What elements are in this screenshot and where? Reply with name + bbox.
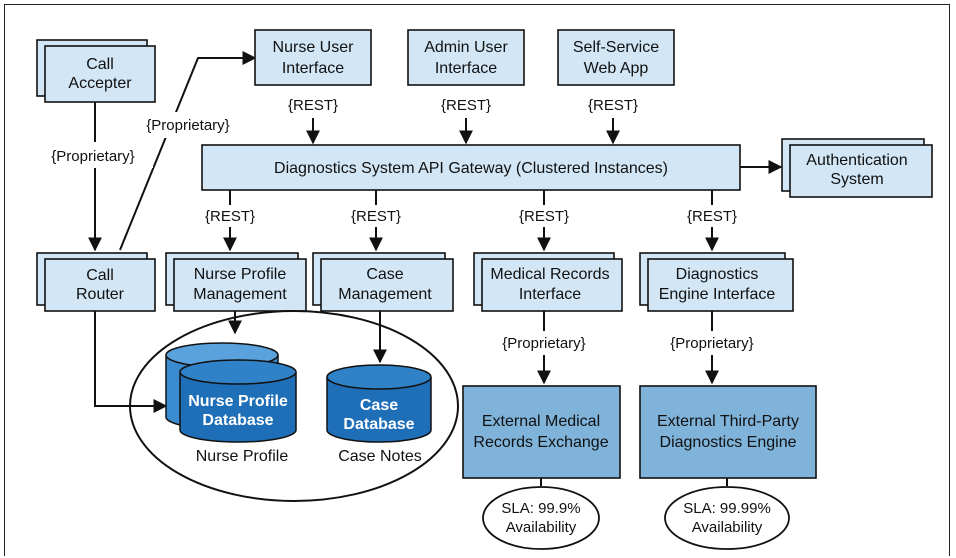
edge-router-nurse-db <box>94 305 168 413</box>
diag-engine-iface-label-2: Engine Interface <box>659 286 776 303</box>
case-db-caption: Case Notes <box>338 448 422 465</box>
selfservice-label-2: Web App <box>584 60 649 77</box>
ext-medical-label-1: External Medical <box>482 413 600 430</box>
sla-diag-line-2: Availability <box>692 519 763 536</box>
node-self-service-web-app: Self-Service Web App <box>557 29 675 86</box>
node-case-management: Case Management <box>312 252 454 312</box>
ext-diag-label-1: External Third-Party <box>657 413 799 430</box>
sla-medical-line-1: SLA: 99.9% <box>501 500 580 517</box>
node-external-medical-records-exchange: External Medical Records Exchange <box>462 385 621 479</box>
nurse-ui-label-1: Nurse User <box>273 39 355 56</box>
medical-records-label-2: Interface <box>519 286 581 303</box>
edge-label-rest-diag: {REST} <box>687 208 737 225</box>
edge-label-rest-medical: {REST} <box>519 208 569 225</box>
diagram-frame <box>4 4 950 556</box>
case-db-label-2: Database <box>343 416 414 433</box>
ext-diag-label-2: Diagnostics Engine <box>660 434 797 451</box>
nurse-profile-mgmt-label-1: Nurse Profile <box>194 266 287 283</box>
selfservice-label-1: Self-Service <box>573 39 659 56</box>
node-call-router: Call Router <box>36 252 156 312</box>
edge-label-proprietary-diag: {Proprietary} <box>670 335 753 352</box>
case-mgmt-label-2: Management <box>338 286 432 303</box>
nurse-profile-mgmt-label-2: Management <box>193 286 287 303</box>
database-group-ellipse <box>129 310 459 502</box>
edge-label-rest-admin-ui: {REST} <box>441 97 491 114</box>
nurse-db-caption: Nurse Profile <box>196 448 289 465</box>
nurse-profile-database-icon <box>165 342 297 443</box>
edge-labels: {Proprietary} {Proprietary} {REST} {REST… <box>33 95 768 355</box>
auth-label-1: Authentication <box>806 152 907 169</box>
admin-ui-label-1: Admin User <box>424 39 508 56</box>
edge-label-proprietary-medical: {Proprietary} <box>502 335 585 352</box>
diag-engine-iface-label-1: Diagnostics <box>676 266 759 283</box>
nurse-db-label-2: Database <box>202 412 273 429</box>
edge-label-rest-nurse-profile: {REST} <box>205 208 255 225</box>
node-medical-records-interface: Medical Records Interface <box>473 252 623 312</box>
call-router-label-2: Router <box>76 286 125 303</box>
auth-label-2: System <box>830 171 883 188</box>
gateway-label: Diagnostics System API Gateway (Clustere… <box>274 160 668 177</box>
case-db-label-1: Case <box>360 397 398 414</box>
case-mgmt-label-1: Case <box>366 266 403 283</box>
call-accepter-label-1: Call <box>86 56 114 73</box>
nurse-ui-label-2: Interface <box>282 60 344 77</box>
medical-records-label-1: Medical Records <box>490 266 609 283</box>
node-admin-user-interface: Admin User Interface <box>407 29 525 86</box>
admin-ui-label-2: Interface <box>435 60 497 77</box>
node-diagnostics-engine-interface: Diagnostics Engine Interface <box>639 252 794 312</box>
call-accepter-label-2: Accepter <box>68 75 132 92</box>
edge-label-proprietary-top: {Proprietary} <box>146 117 229 134</box>
sla-diag-line-1: SLA: 99.99% <box>683 500 771 517</box>
node-authentication-system: Authentication System <box>781 138 933 198</box>
node-nurse-user-interface: Nurse User Interface <box>254 29 372 86</box>
edge-label-proprietary-left: {Proprietary} <box>51 148 134 165</box>
edge-label-rest-nurse-ui: {REST} <box>288 97 338 114</box>
node-external-diagnostics-engine: External Third-Party Diagnostics Engine <box>639 385 817 479</box>
sla-medical-line-2: Availability <box>506 519 577 536</box>
case-database-icon <box>326 364 432 443</box>
node-api-gateway: Diagnostics System API Gateway (Clustere… <box>201 144 741 191</box>
sla-diag: SLA: 99.99% Availability <box>664 486 790 550</box>
edge-label-rest-selfservice: {REST} <box>588 97 638 114</box>
node-call-accepter: Call Accepter <box>36 39 156 103</box>
ext-medical-label-2: Records Exchange <box>473 434 608 451</box>
nurse-db-label-1: Nurse Profile <box>188 393 288 410</box>
call-router-label-1: Call <box>86 267 114 284</box>
sla-medical: SLA: 99.9% Availability <box>482 486 600 550</box>
edge-router-nurse-ui <box>119 51 257 251</box>
node-nurse-profile-management: Nurse Profile Management <box>165 252 307 312</box>
edges <box>88 51 783 486</box>
edge-label-rest-case: {REST} <box>351 208 401 225</box>
